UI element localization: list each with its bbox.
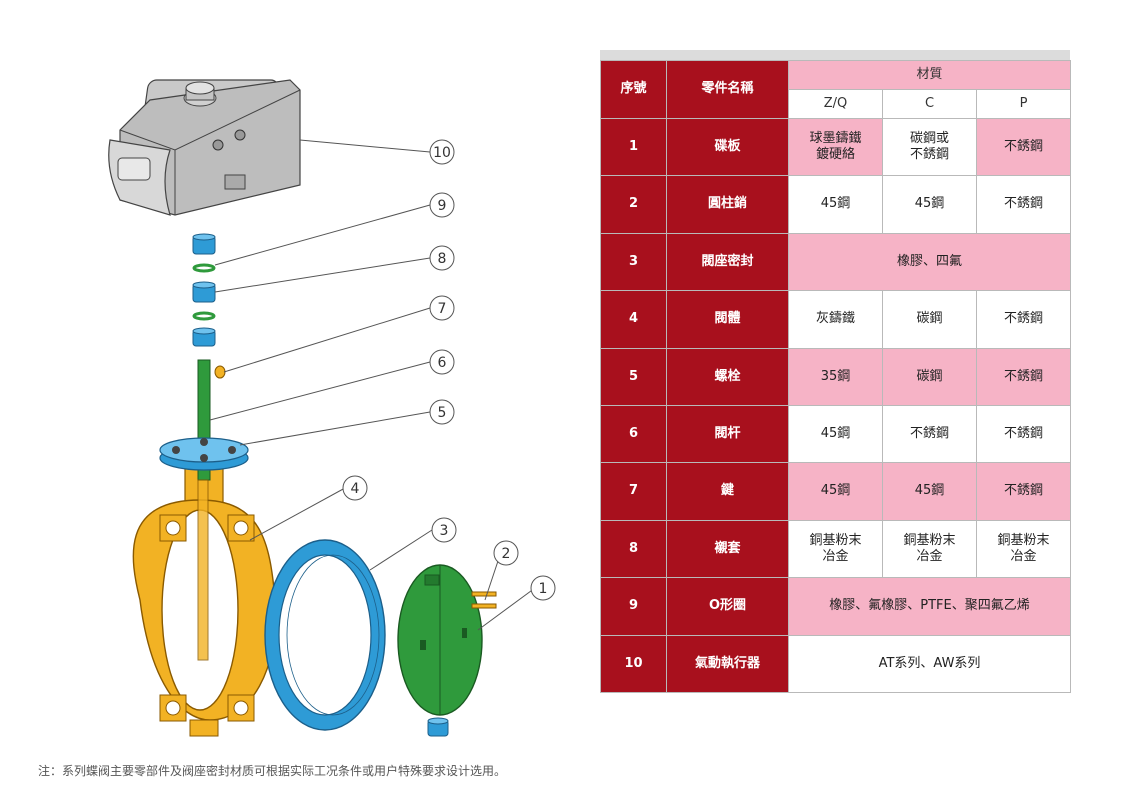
- part-name: 圓柱銷: [666, 175, 789, 234]
- svg-text:8: 8: [438, 251, 447, 267]
- o-ring-lower: [192, 311, 216, 321]
- callout-3: 3: [431, 517, 457, 543]
- material-c: 45鋼: [882, 462, 977, 521]
- row-number: 1: [600, 117, 667, 177]
- material-p: 不銹鋼: [976, 175, 1071, 234]
- material-p: 不銹鋼: [976, 462, 1071, 521]
- callout-8: 8: [429, 245, 455, 271]
- material-z: 45鋼: [788, 404, 883, 464]
- bushing-bottom: [427, 717, 449, 737]
- svg-text:7: 7: [438, 301, 447, 317]
- header-no: 序號: [600, 60, 667, 119]
- callout-5: 5: [429, 399, 455, 425]
- mounting-flange: [159, 437, 249, 471]
- material-c: 碳鋼: [882, 347, 977, 406]
- part-name: 閥座密封: [666, 232, 789, 292]
- svg-text:6: 6: [438, 355, 447, 371]
- material-p: 不銹鋼: [976, 404, 1071, 464]
- part-name: 螺栓: [666, 347, 789, 406]
- leader-lines: [209, 139, 536, 631]
- material-z: 45鋼: [788, 175, 883, 234]
- part-name: 閥體: [666, 290, 789, 349]
- svg-text:10: 10: [433, 145, 451, 161]
- table-top-bar: [600, 50, 1070, 60]
- material-z: 球墨鑄鐵 鍍硬絡: [788, 117, 883, 177]
- material-all: 橡膠、氟橡膠、PTFE、聚四氟乙烯: [788, 577, 1071, 636]
- header-part-name: 零件名稱: [666, 60, 789, 119]
- material-c: 碳鋼或 不銹鋼: [882, 117, 977, 177]
- material-z: 銅基粉末 冶金: [788, 519, 883, 579]
- part-name: 碟板: [666, 117, 789, 177]
- footnote: 注：系列蝶阀主要零部件及阀座密封材质可根据实际工况条件或用户特殊要求设计选用。: [38, 764, 507, 778]
- stem-lower: [197, 479, 209, 661]
- svg-text:2: 2: [502, 546, 511, 562]
- cylindrical-pins: [471, 591, 497, 609]
- exploded-valve-diagram: 10 9 8 7 6 5 4 3 2 1: [108, 79, 556, 737]
- header-c: C: [882, 89, 977, 119]
- row-number: 10: [600, 634, 667, 693]
- row-number: 9: [600, 577, 667, 636]
- svg-text:1: 1: [539, 581, 548, 597]
- callout-10: 10: [429, 139, 455, 165]
- svg-text:5: 5: [438, 405, 447, 421]
- row-number: 7: [600, 462, 667, 521]
- material-c: 碳鋼: [882, 290, 977, 349]
- material-all: 橡膠、四氟: [788, 232, 1071, 292]
- valve-seat: [264, 539, 386, 731]
- header-material: 材質: [788, 60, 1071, 90]
- material-c: 銅基粉末 冶金: [882, 519, 977, 579]
- material-p: 不銹鋼: [976, 347, 1071, 406]
- o-ring-upper: [192, 263, 216, 273]
- pneumatic-actuator: [108, 79, 301, 216]
- header-zq: Z/Q: [788, 89, 883, 119]
- key-part: [214, 365, 226, 379]
- callout-7: 7: [429, 295, 455, 321]
- material-z: 45鋼: [788, 462, 883, 521]
- row-number: 8: [600, 519, 667, 579]
- valve-disc: [397, 564, 483, 716]
- part-name: 鍵: [666, 462, 789, 521]
- svg-text:9: 9: [438, 198, 447, 214]
- material-z: 灰鑄鐵: [788, 290, 883, 349]
- material-p: 銅基粉末 冶金: [976, 519, 1071, 579]
- callout-2: 2: [493, 540, 519, 566]
- material-p: 不銹鋼: [976, 290, 1071, 349]
- material-z: 35鋼: [788, 347, 883, 406]
- part-name: 閥杆: [666, 404, 789, 464]
- material-all: AT系列、AW系列: [788, 634, 1071, 693]
- bushing-middle: [192, 281, 216, 303]
- bushing-lower: [192, 327, 216, 347]
- material-c: 45鋼: [882, 175, 977, 234]
- material-c: 不銹鋼: [882, 404, 977, 464]
- row-number: 3: [600, 232, 667, 292]
- row-number: 5: [600, 347, 667, 406]
- header-p: P: [976, 89, 1071, 119]
- svg-text:4: 4: [351, 481, 360, 497]
- material-p: 不銹鋼: [976, 117, 1071, 177]
- callout-1: 1: [530, 575, 556, 601]
- part-name: O形圈: [666, 577, 789, 636]
- row-number: 2: [600, 175, 667, 234]
- callout-4: 4: [342, 475, 368, 501]
- part-name: 襯套: [666, 519, 789, 579]
- bushing-upper: [192, 233, 216, 255]
- callout-9: 9: [429, 192, 455, 218]
- callout-6: 6: [429, 349, 455, 375]
- part-name: 氣動執行器: [666, 634, 789, 693]
- row-number: 6: [600, 404, 667, 464]
- row-number: 4: [600, 290, 667, 349]
- svg-text:3: 3: [440, 523, 449, 539]
